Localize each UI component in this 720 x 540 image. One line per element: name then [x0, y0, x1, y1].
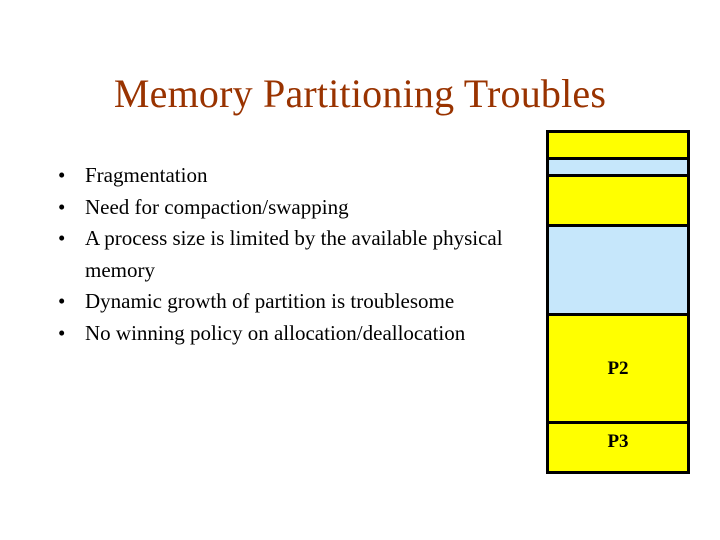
memory-block: [549, 174, 687, 224]
list-item-label: Fragmentation: [85, 163, 208, 187]
bullet-icon: •: [58, 320, 66, 345]
list-item-label: No winning policy on allocation/dealloca…: [85, 320, 466, 345]
list-item: • Dynamic growth of partition is trouble…: [46, 286, 546, 318]
bullet-icon: •: [58, 194, 66, 219]
memory-block-label: P2: [607, 358, 629, 379]
bullet-icon: •: [58, 163, 66, 187]
memory-block: [549, 133, 687, 157]
list-item-label: Dynamic growth of partition is troubleso…: [85, 289, 455, 313]
memory-block: [549, 224, 687, 313]
list-item: • Need for compaction/swapping: [46, 192, 546, 224]
list-item-label: Need for compaction/swapping: [85, 194, 349, 219]
bullet-icon: •: [58, 289, 66, 313]
memory-block-label: P3: [607, 431, 629, 452]
bullet-list: • Fragmentation • Need for compaction/sw…: [46, 160, 546, 349]
page-title: Memory Partitioning Troubles: [113, 71, 607, 116]
list-item: • Fragmentation: [46, 160, 546, 192]
memory-block: P2: [549, 313, 687, 421]
list-item: • A process size is limited by the avail…: [46, 223, 546, 286]
memory-block: [549, 157, 687, 174]
memory-block: P3: [549, 421, 687, 459]
bullet-icon: •: [58, 226, 66, 250]
list-item-label: A process size is limited by the availab…: [85, 226, 503, 282]
list-item: • No winning policy on allocation/deallo…: [46, 318, 546, 350]
memory-diagram: P2 P3: [546, 130, 690, 474]
